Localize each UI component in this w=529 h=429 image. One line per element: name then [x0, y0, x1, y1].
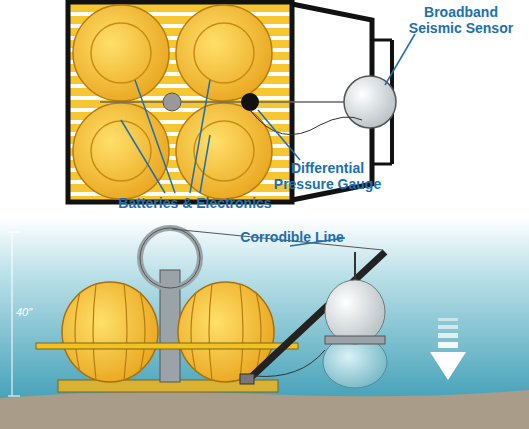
dimension-label: 40": [16, 304, 46, 320]
seabed: [0, 390, 529, 429]
side-view: [36, 228, 387, 392]
sink-arrow: [430, 318, 466, 380]
sensor-callout: Broadband Seismic Sensor: [400, 4, 522, 36]
gauge-callout: Differential Pressure Gauge: [270, 160, 385, 192]
line-callout: Corrodible Line: [232, 229, 352, 245]
leader-lines: [121, 34, 415, 193]
top-view: [68, 2, 396, 202]
battery-callout: Batteries & Electronics: [100, 195, 290, 211]
water: [0, 218, 529, 429]
